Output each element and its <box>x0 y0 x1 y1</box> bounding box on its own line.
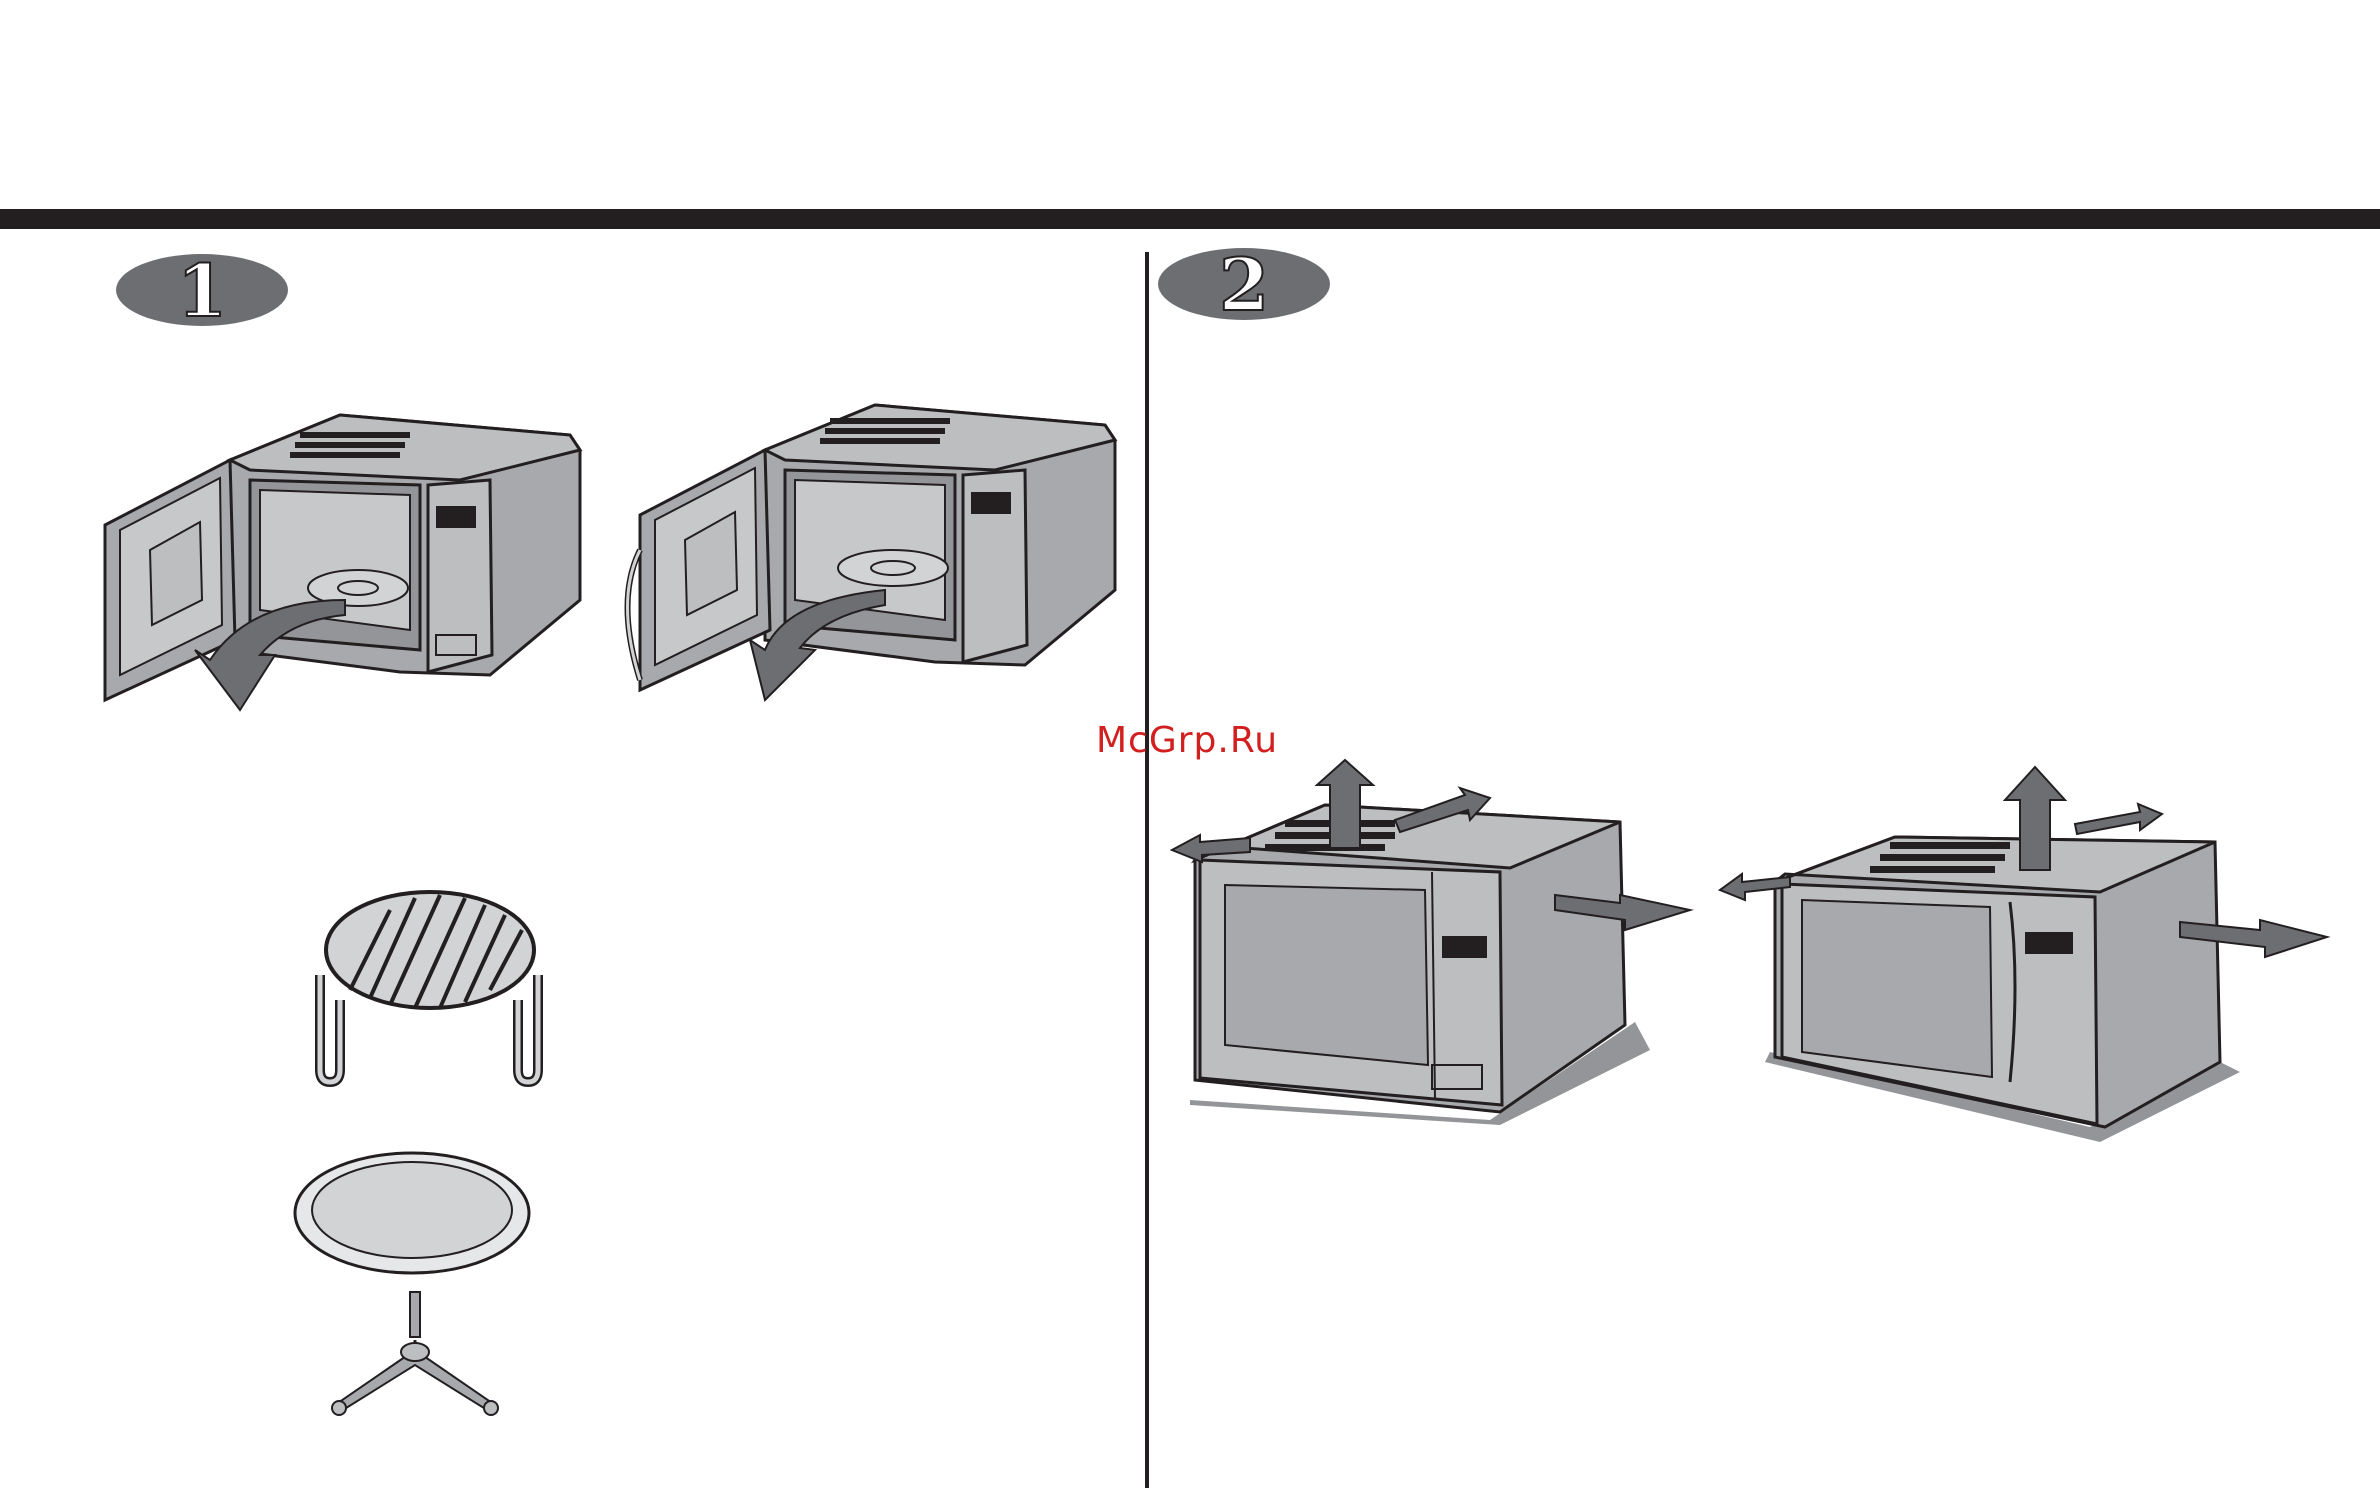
microwave-closed-clearance-illustration-2 <box>1720 762 2340 1147</box>
wire-rack-illustration <box>310 890 550 1090</box>
microwave-open-illustration-2 <box>635 400 1125 710</box>
microwave-open-illustration-1 <box>100 410 590 720</box>
glass-tray-illustration <box>292 1148 532 1278</box>
step-2-number: 2 <box>1219 246 1269 322</box>
step-1-badge: 1 <box>114 252 290 328</box>
step-2-badge: 2 <box>1156 246 1332 322</box>
step-1-number: 1 <box>177 252 227 328</box>
column-divider <box>1145 252 1149 1488</box>
header-rule <box>0 209 2380 229</box>
watermark-text: McGrp.Ru <box>1096 720 1278 761</box>
microwave-closed-clearance-illustration-1 <box>1170 760 1690 1130</box>
roller-ring-illustration <box>325 1290 505 1420</box>
